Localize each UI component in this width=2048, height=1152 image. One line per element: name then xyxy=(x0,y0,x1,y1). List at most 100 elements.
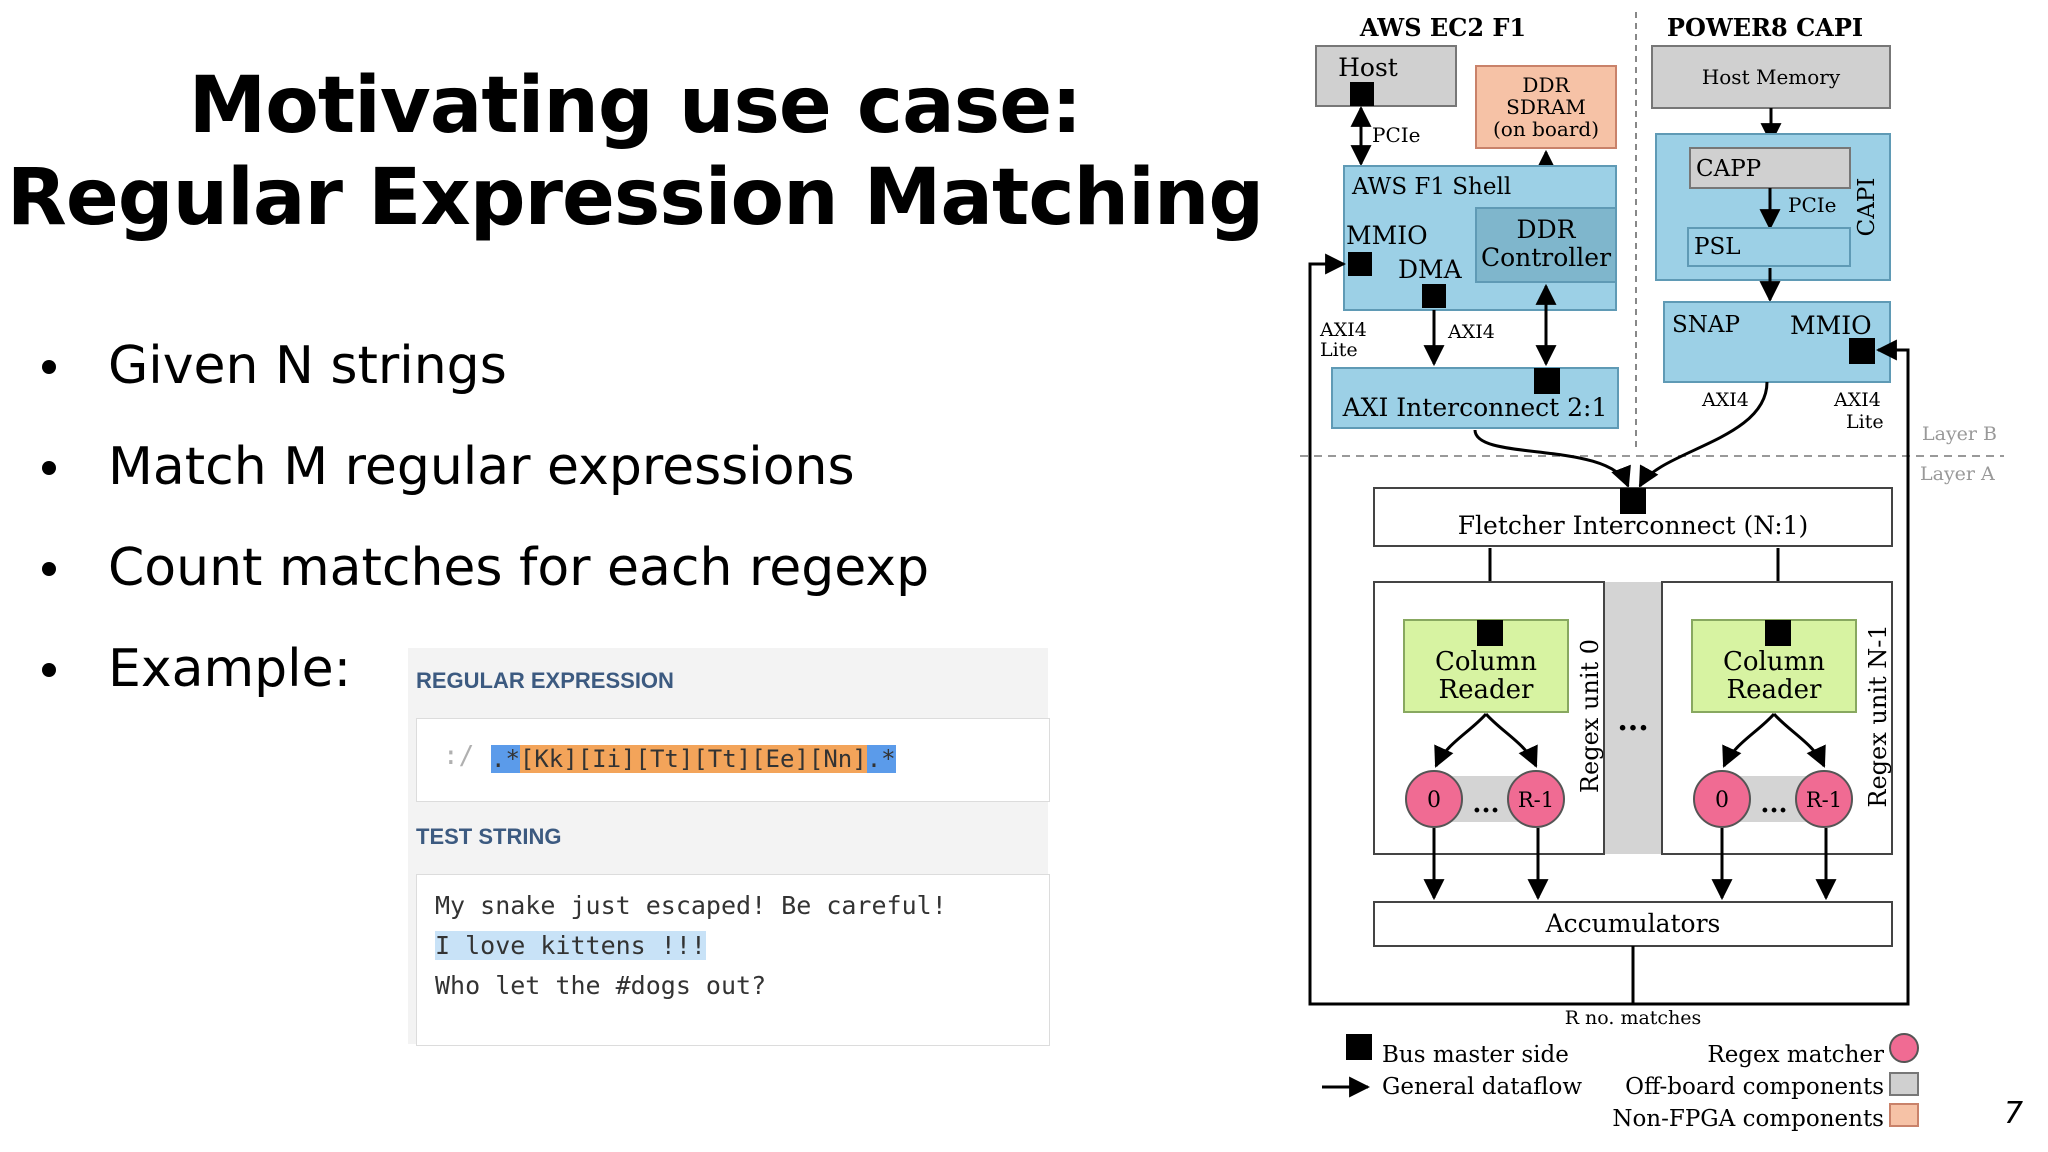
legend-regex-matcher-icon xyxy=(1889,1033,1919,1063)
axi-to-fletcher-arrow xyxy=(1473,429,1631,488)
matchers-ellipsis: ... xyxy=(1760,789,1787,819)
regex-matcher xyxy=(1507,770,1565,828)
bullet-text: Match M regular expressions xyxy=(108,437,855,497)
test-line: My snake just escaped! Be careful! xyxy=(435,891,947,920)
bus-master-marker xyxy=(1765,620,1791,646)
regex-units-band xyxy=(1604,582,1662,854)
reader-to-matcher-arrow xyxy=(1722,713,1776,768)
matchers-ellipsis: ... xyxy=(1472,789,1499,819)
column-reader-line: Column xyxy=(1435,647,1537,677)
matcher-last-label: R-1 xyxy=(1806,788,1842,812)
r-matches-label: R no. matches xyxy=(1565,1007,1702,1029)
psl-label: PSL xyxy=(1694,234,1741,260)
legend-off-board-label: Off-board components xyxy=(1625,1074,1884,1100)
column-reader-line: Reader xyxy=(1439,675,1534,705)
matcher-first-label: 0 xyxy=(1715,788,1729,813)
axi4-lite-label-b: AXI4 xyxy=(1833,389,1881,411)
regex-matcher xyxy=(1795,770,1853,828)
slide-title: Motivating use case: Regular Expression … xyxy=(0,60,1270,244)
test-line-matched: I love kittens !!! xyxy=(435,931,706,960)
bullet-dot-icon xyxy=(42,360,56,374)
psl-box xyxy=(1687,227,1851,267)
fletcher-interconnect-label: Fletcher Interconnect (N:1) xyxy=(1458,511,1809,540)
test-string-input[interactable]: My snake just escaped! Be careful! I lov… xyxy=(416,874,1050,1046)
bullet-dot-icon xyxy=(42,461,56,475)
aws-title: AWS EC2 F1 xyxy=(1359,13,1526,42)
legend-dataflow-label: General dataflow xyxy=(1382,1074,1582,1100)
dma-label: DMA xyxy=(1398,255,1463,284)
regex-delimiter: :/ xyxy=(443,741,475,771)
bus-master-marker xyxy=(1350,82,1374,106)
regex-tester-widget: REGULAR EXPRESSION :/ .*[Kk][Ii][Tt][Tt]… xyxy=(408,648,1050,1046)
regex-matcher xyxy=(1405,770,1463,828)
regex-input[interactable]: :/ .*[Kk][Ii][Tt][Tt][Ee][Nn].* xyxy=(416,718,1050,802)
bullet-item: Count matches for each regexp xyxy=(38,532,929,633)
accumulators-label: Accumulators xyxy=(1545,909,1721,938)
legend-bus-master-icon xyxy=(1346,1034,1372,1060)
capi-label: CAPI xyxy=(1854,178,1880,237)
title-line-1: Motivating use case: xyxy=(188,61,1083,151)
matcher-first-label: 0 xyxy=(1427,788,1441,813)
feedback-loop-left xyxy=(1308,253,1635,1006)
axi4-lite-label: Lite xyxy=(1320,339,1358,361)
test-line: Who let the #dogs out? xyxy=(435,971,767,1000)
accumulators-box xyxy=(1373,901,1893,947)
aws-shell-label: AWS F1 Shell xyxy=(1351,174,1511,200)
host-memory-box xyxy=(1651,45,1891,109)
reader-to-matcher-arrow xyxy=(1484,713,1538,768)
host-label: Host xyxy=(1338,53,1398,82)
bus-master-marker xyxy=(1477,620,1503,646)
ddr-sdram-line: (on board) xyxy=(1493,117,1599,141)
ddr-sdram-line: DDR xyxy=(1522,73,1570,97)
regex-header: REGULAR EXPRESSION xyxy=(416,668,674,693)
bullet-text: Example: xyxy=(108,639,352,699)
units-ellipsis: ... xyxy=(1617,703,1648,738)
capp-box xyxy=(1689,147,1851,189)
bus-master-marker xyxy=(1849,338,1875,364)
bullet-list: Given N strings Match M regular expressi… xyxy=(38,330,929,734)
regex-unit-0-label: Regex unit 0 xyxy=(1576,639,1604,793)
axi4-label-b: AXI4 xyxy=(1701,389,1749,411)
power-title: POWER8 CAPI xyxy=(1667,13,1863,42)
host-box xyxy=(1315,45,1457,107)
bullet-item: Given N strings xyxy=(38,330,929,431)
axi4-label: AXI4 xyxy=(1447,321,1495,343)
pcie-label: PCIe xyxy=(1372,123,1421,147)
mmio-label-2: MMIO xyxy=(1790,311,1872,340)
axi4-lite-label: AXI4 xyxy=(1319,319,1367,341)
bullet-text: Given N strings xyxy=(108,336,507,396)
regex-matcher xyxy=(1693,770,1751,828)
matcher-last-label: R-1 xyxy=(1518,788,1554,812)
bus-master-marker xyxy=(1620,488,1646,514)
ddr-controller-line: DDR xyxy=(1517,215,1577,244)
ddr-controller-box xyxy=(1475,207,1617,283)
bullet-dot-icon xyxy=(42,663,56,677)
layer-a-label: Layer A xyxy=(1920,463,1995,485)
axi-interconnect-box xyxy=(1331,367,1619,429)
legend-non-fpga-label: Non-FPGA components xyxy=(1612,1106,1884,1132)
layer-b-label: Layer B xyxy=(1922,423,1997,445)
column-reader-line: Reader xyxy=(1727,675,1822,705)
bus-master-marker xyxy=(1534,368,1560,394)
legend-non-fpga-icon xyxy=(1889,1103,1919,1127)
legend-off-board-icon xyxy=(1889,1072,1919,1096)
ddr-sdram-box xyxy=(1475,65,1617,149)
bus-master-marker xyxy=(1422,284,1446,308)
snap-to-fletcher-arrow xyxy=(1638,381,1769,488)
bullet-dot-icon xyxy=(42,562,56,576)
title-line-2: Regular Expression Matching xyxy=(6,153,1264,243)
regex-char-classes: [Kk][Ii][Tt][Tt][Ee][Nn] xyxy=(519,745,867,773)
mmio-label: MMIO xyxy=(1346,221,1428,250)
regex-pattern: .*[Kk][Ii][Tt][Tt][Ee][Nn].* xyxy=(491,743,896,775)
axi4-lite-label-b: Lite xyxy=(1846,411,1884,433)
regex-dot-star-start: .* xyxy=(491,745,520,773)
capp-label: CAPP xyxy=(1696,156,1761,182)
test-string-header: TEST STRING xyxy=(416,824,562,849)
axi-interconnect-label: AXI Interconnect 2:1 xyxy=(1342,393,1608,422)
legend-bus-master-label: Bus master side xyxy=(1382,1042,1569,1068)
regex-unit-n1-label: Regex unit N-1 xyxy=(1864,624,1892,807)
regex-dot-star-end: .* xyxy=(866,745,896,773)
reader-to-matcher-arrow xyxy=(1434,713,1488,768)
bullet-item: Match M regular expressions xyxy=(38,431,929,532)
